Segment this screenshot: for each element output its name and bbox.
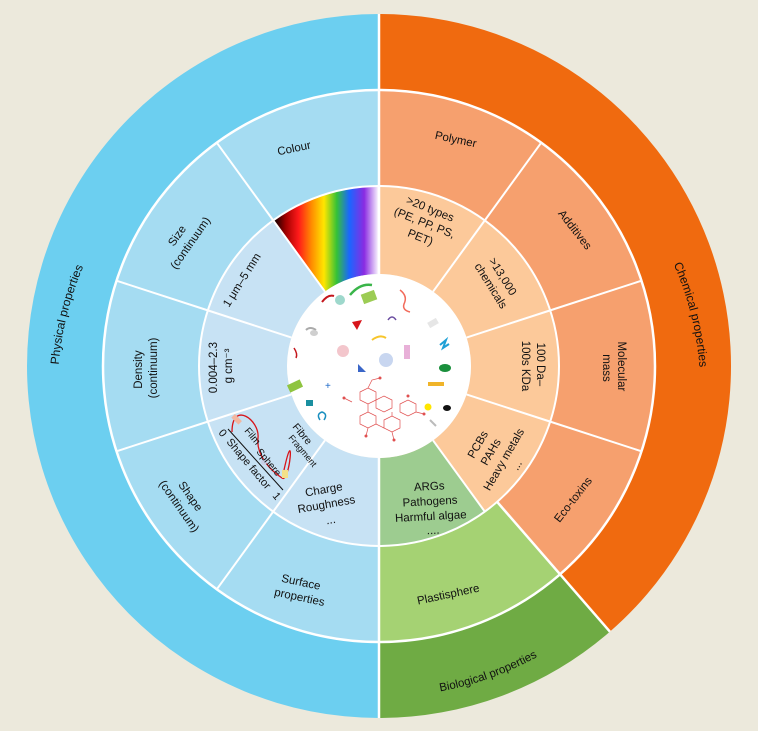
colour-spectrum-wedge (273, 186, 379, 292)
biological-outer-ring (379, 574, 610, 718)
shape-factor-graph (227, 414, 292, 491)
biological-middle-ring (379, 501, 561, 642)
chemical-outer-ring (379, 14, 732, 632)
molecular-mass-range-label: 100 Da– 100s KDa (519, 341, 546, 392)
biological-inner-ring (379, 440, 485, 546)
physical-middle-ring (103, 90, 379, 642)
ring-dividers (101, 14, 657, 718)
chemical-middle-ring (379, 90, 655, 575)
svg-text:+: + (325, 381, 331, 392)
density-range-label: 0.004–2.3 g cm⁻³ (208, 339, 235, 393)
microplastic-particles-and-molecule-icon: + (286, 283, 451, 442)
molecular-mass-label: Molecular mass (600, 341, 627, 394)
density-label: Density (continuum) (133, 337, 160, 398)
physical-outer-ring (27, 14, 379, 718)
center-circle (287, 274, 471, 458)
biological-agents-label: ARGs Pathogens Harmful algae .... (393, 479, 471, 539)
